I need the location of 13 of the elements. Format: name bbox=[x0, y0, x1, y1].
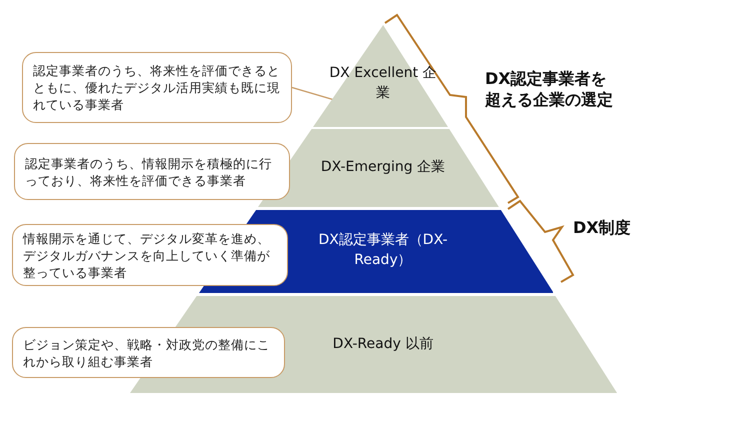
pyramid-band bbox=[258, 129, 499, 207]
band-label: DX-Ready 以前 bbox=[332, 335, 434, 354]
pyramid-band bbox=[312, 25, 448, 127]
callout-box: 認定事業者のうち、情報開示を積極的に行っており、将来性を評価できる事業者 bbox=[14, 143, 290, 200]
callout-box: 認定事業者のうち、将来性を評価できるとともに、優れたデジタル活用実績も既に現れている事業者 bbox=[22, 52, 292, 123]
callout-box: 情報開示を通じて、デジタル変革を進め、デジタルガバナンスを向上していく準備が整っている事業者 bbox=[12, 224, 288, 286]
band-label: DX Excellent 企業 bbox=[328, 64, 438, 103]
callout-box: ビジョン策定や、戦略・対政党の整備にこれから取り組む事業者 bbox=[12, 327, 285, 378]
bracket-label: DX制度 bbox=[573, 217, 632, 238]
band-label: DX-Emerging 企業 bbox=[320, 158, 446, 177]
leader-line bbox=[292, 86, 333, 100]
bracket-label: DX認定事業者を超える企業の選定 bbox=[485, 68, 614, 110]
band-label: DX認定事業者（DX-Ready） bbox=[317, 231, 449, 270]
